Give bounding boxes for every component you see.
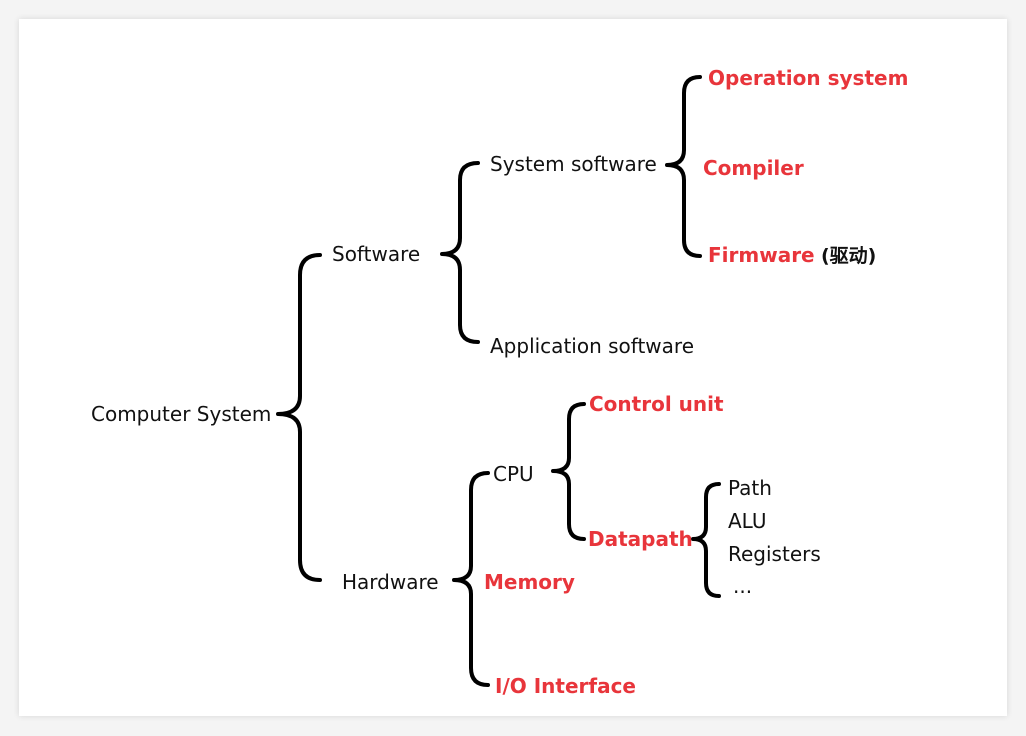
brace-hardware: [452, 471, 490, 687]
node-computer-system: Computer System: [91, 402, 272, 426]
brace-datapath: [691, 482, 721, 598]
node-memory: Memory: [484, 570, 575, 594]
brace-system-software: [665, 75, 702, 258]
node-ellipsis: ...: [733, 574, 753, 598]
node-application-software: Application software: [490, 334, 694, 358]
node-control-unit: Control unit: [589, 392, 724, 416]
node-alu: ALU: [728, 509, 767, 533]
node-hardware: Hardware: [342, 570, 439, 594]
node-path: Path: [728, 476, 772, 500]
node-system-software: System software: [490, 152, 657, 176]
node-software: Software: [332, 242, 421, 266]
diagram-canvas: [19, 19, 1007, 716]
node-firmware-note: (驱动): [820, 245, 877, 267]
node-firmware: Firmware: [708, 243, 815, 267]
node-cpu: CPU: [493, 462, 534, 486]
node-firmware-row: Firmware (驱动): [708, 243, 876, 268]
node-compiler: Compiler: [703, 156, 804, 180]
node-registers: Registers: [728, 542, 821, 566]
node-io-interface: I/O Interface: [495, 674, 636, 698]
node-datapath: Datapath: [588, 527, 693, 551]
brace-computer-system: [276, 253, 322, 582]
brace-cpu: [551, 402, 586, 541]
brace-software: [440, 161, 480, 344]
node-operation-system: Operation system: [708, 66, 909, 90]
